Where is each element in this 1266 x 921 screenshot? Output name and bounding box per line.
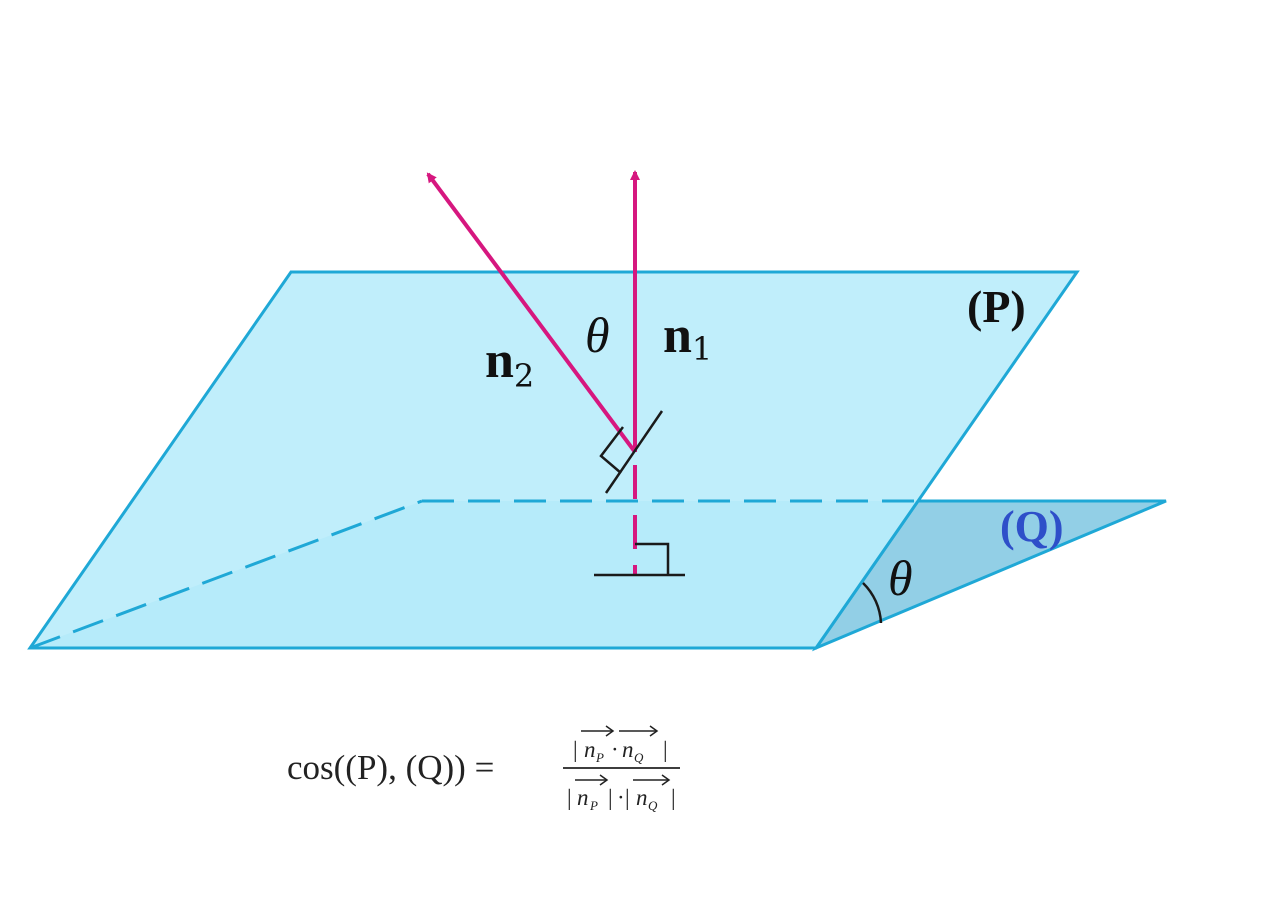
normal-n2-vector	[426, 172, 637, 454]
svg-text:·: ·	[617, 785, 625, 810]
svg-text:n: n	[636, 785, 648, 810]
svg-text:|: |	[625, 785, 630, 810]
formula-numerator: | n P · n Q |	[573, 725, 668, 765]
dihedral-angle-arc	[862, 582, 883, 624]
plane-p-label: (P)	[967, 281, 1026, 332]
formula-lhs: cos((P), (Q)) =	[287, 748, 494, 787]
perp-line-n2	[604, 410, 664, 494]
svg-text:Q: Q	[634, 750, 644, 765]
svg-text:|: |	[663, 737, 668, 762]
formula-denominator: | n P | · | n Q |	[567, 774, 676, 813]
svg-text:|: |	[567, 785, 572, 810]
hidden-edge-q-left	[29, 499, 423, 650]
svg-text:n: n	[622, 737, 634, 762]
right-angle-mark-n1	[635, 542, 670, 575]
angle-formula: cos((P), (Q)) = | n P · n Q | | n P | · …	[287, 725, 680, 813]
plane-q-label: (Q)	[1000, 502, 1064, 551]
svg-text:|: |	[573, 737, 578, 762]
svg-text:Q: Q	[648, 798, 658, 813]
svg-text:n: n	[584, 737, 596, 762]
n2-label: n2	[485, 332, 534, 395]
svg-text:·: ·	[611, 737, 619, 762]
right-angle-mark-n2	[599, 426, 624, 474]
theta-label-normals: θ	[585, 307, 610, 363]
theta-label-dihedral: θ	[888, 550, 913, 606]
svg-text:P: P	[589, 798, 598, 813]
svg-text:|: |	[671, 785, 676, 810]
n1-label: n1	[663, 307, 712, 368]
svg-text:n: n	[577, 785, 589, 810]
svg-text:P: P	[595, 750, 604, 765]
svg-text:|: |	[608, 785, 613, 810]
